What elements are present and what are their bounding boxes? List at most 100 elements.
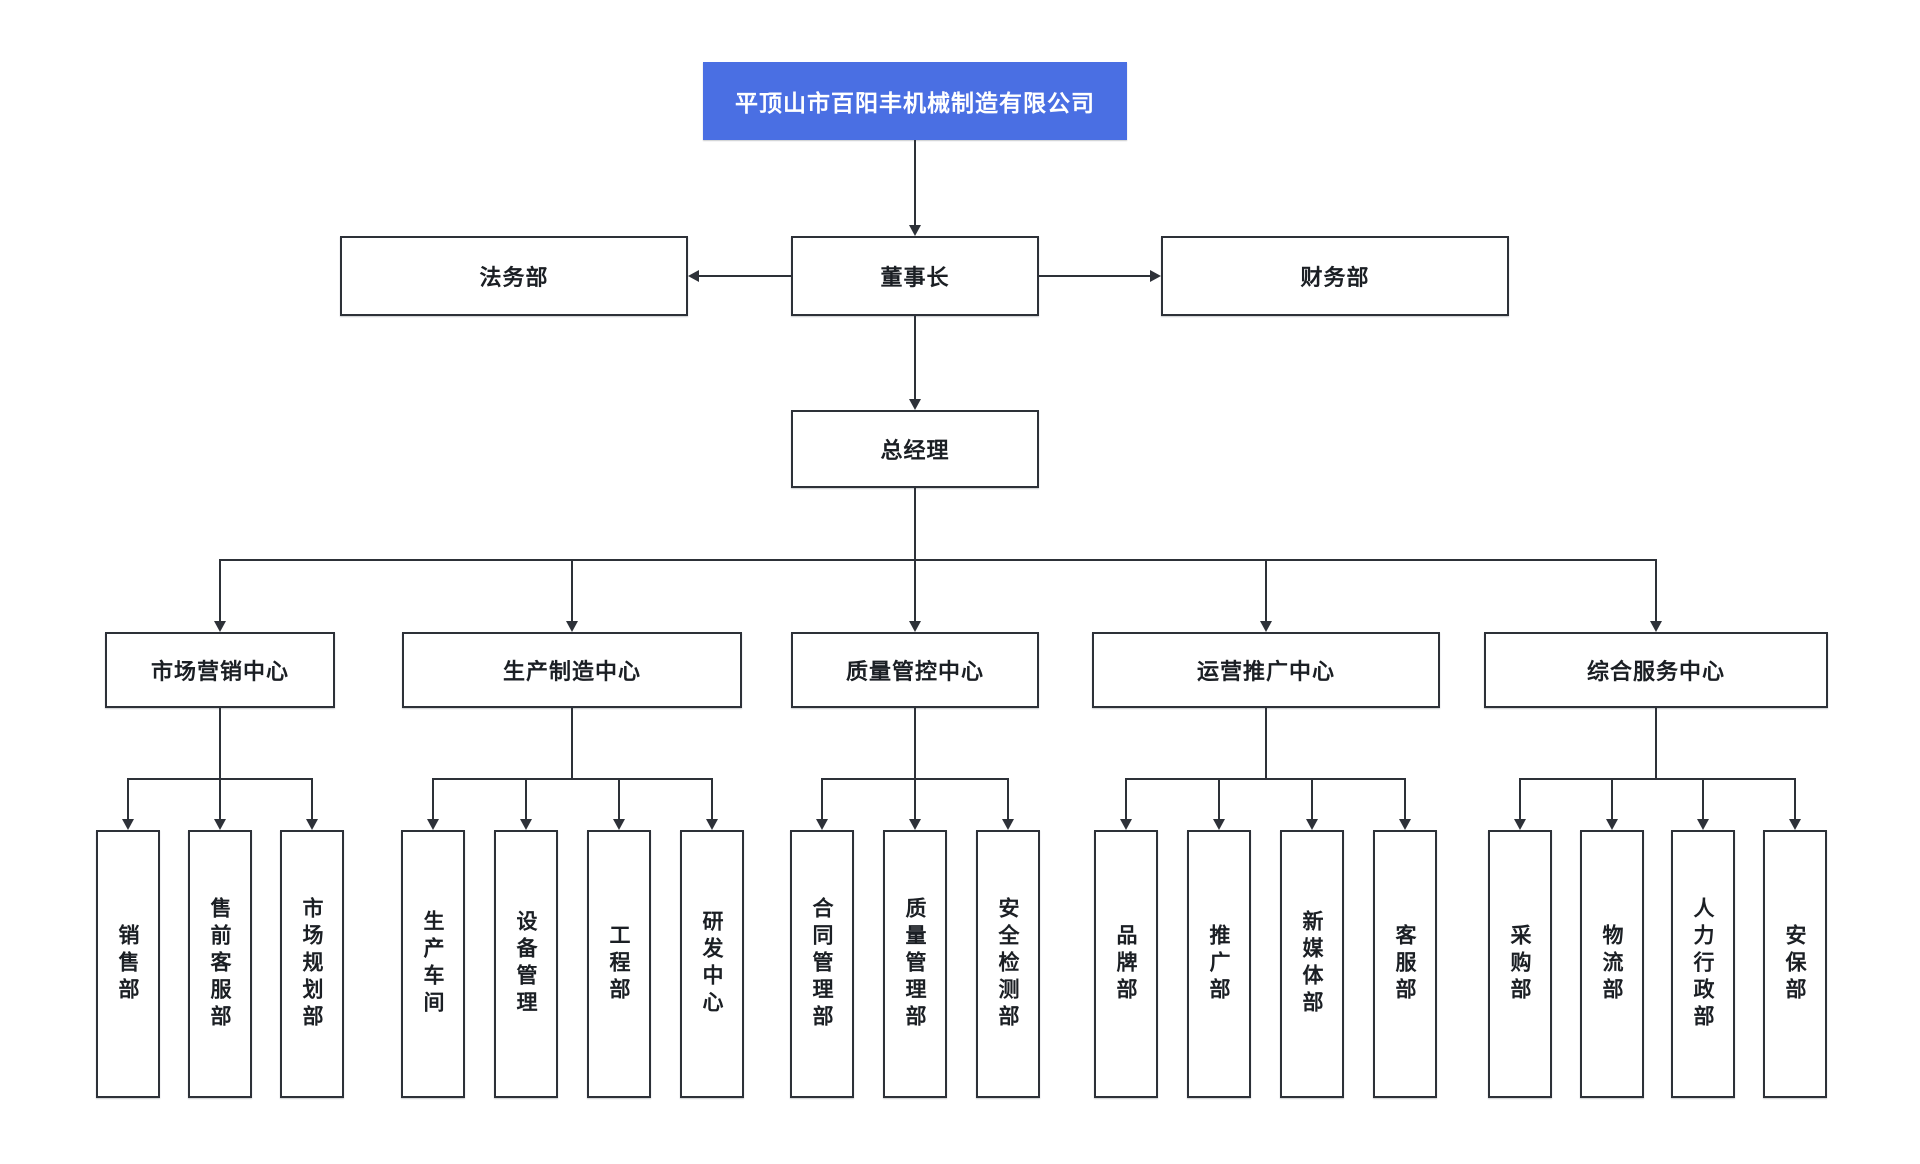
connector-main-bus	[219, 559, 1657, 561]
connector-subbus-services	[1519, 778, 1796, 780]
node-dept-workshop[interactable]: 生产车间	[401, 830, 465, 1098]
connector-drop-leaf	[311, 778, 313, 823]
node-finance-dept[interactable]: 财务部	[1161, 236, 1509, 316]
node-general-manager[interactable]: 总经理	[791, 410, 1039, 488]
node-dept-engineering[interactable]: 工程部	[587, 830, 651, 1098]
dept-contract-mgmt-label: 合同管理部	[810, 896, 834, 1032]
connector-drop-leaf	[127, 778, 129, 823]
connector-drop-leaf	[1611, 778, 1613, 823]
connector-drop-leaf	[821, 778, 823, 823]
node-dept-contract-mgmt[interactable]: 合同管理部	[790, 830, 854, 1098]
node-dept-customer-service[interactable]: 客服部	[1373, 830, 1437, 1098]
dept-rnd-label: 研发中心	[700, 910, 724, 1018]
connector-drop-leaf	[219, 778, 221, 823]
node-center-marketing[interactable]: 市场营销中心	[105, 632, 335, 708]
arrowhead-right-finance-icon	[1150, 270, 1161, 282]
connector-drop-leaf	[1007, 778, 1009, 823]
legal-dept-label: 法务部	[479, 266, 549, 291]
arrowhead-left-legal-icon	[688, 270, 699, 282]
arrowhead-down-leaf-icon	[1306, 819, 1318, 830]
dept-brand-label: 品牌部	[1114, 923, 1138, 1005]
node-dept-quality-mgmt[interactable]: 质量管理部	[883, 830, 947, 1098]
node-dept-equipment[interactable]: 设备管理	[494, 830, 558, 1098]
center-production-label: 生产制造中心	[502, 660, 641, 685]
node-dept-safety-testing[interactable]: 安全检测部	[976, 830, 1040, 1098]
connector-drop-leaf	[618, 778, 620, 823]
finance-dept-label: 财务部	[1300, 266, 1370, 291]
arrowhead-down-leaf-icon	[816, 819, 828, 830]
node-dept-new-media[interactable]: 新媒体部	[1280, 830, 1344, 1098]
node-dept-market-planning[interactable]: 市场规划部	[280, 830, 344, 1098]
node-dept-security[interactable]: 安保部	[1763, 830, 1827, 1098]
company-root-label: 平顶山市百阳丰机械制造有限公司	[735, 91, 1095, 117]
connector-subbus-production	[432, 778, 713, 780]
dept-customer-service-label: 客服部	[1393, 923, 1417, 1005]
node-legal-dept[interactable]: 法务部	[340, 236, 688, 316]
arrowhead-down-marketing-icon	[214, 621, 226, 632]
center-services-label: 综合服务中心	[1586, 660, 1725, 685]
connector-drop-production	[571, 560, 573, 624]
node-center-quality[interactable]: 质量管控中心	[791, 632, 1039, 708]
arrowhead-down-leaf-icon	[909, 819, 921, 830]
general-manager-label: 总经理	[880, 439, 950, 464]
arrowhead-down-services-icon	[1650, 621, 1662, 632]
connector-drop-leaf	[1404, 778, 1406, 823]
connector-drop-quality	[914, 560, 916, 624]
connector-gm-bus	[914, 488, 916, 561]
connector-drop-marketing	[219, 560, 221, 624]
center-operations-label: 运营推广中心	[1196, 660, 1335, 685]
node-center-services[interactable]: 综合服务中心	[1484, 632, 1828, 708]
node-company-root[interactable]: 平顶山市百阳丰机械制造有限公司	[703, 62, 1127, 140]
node-dept-sales[interactable]: 销售部	[96, 830, 160, 1098]
connector-subbus-operations	[1125, 778, 1406, 780]
dept-presales-service-label: 售前客服部	[208, 896, 232, 1032]
arrowhead-down-leaf-icon	[1789, 819, 1801, 830]
dept-logistics-label: 物流部	[1600, 923, 1624, 1005]
dept-equipment-label: 设备管理	[514, 910, 538, 1018]
node-dept-rnd[interactable]: 研发中心	[680, 830, 744, 1098]
node-dept-presales-service[interactable]: 售前客服部	[188, 830, 252, 1098]
connector-drop-services	[1655, 560, 1657, 624]
arrowhead-down-chairman-icon	[909, 225, 921, 236]
arrowhead-down-leaf-icon	[214, 819, 226, 830]
arrowhead-down-leaf-icon	[306, 819, 318, 830]
dept-workshop-label: 生产车间	[421, 910, 445, 1018]
arrowhead-down-leaf-icon	[1213, 819, 1225, 830]
node-dept-promotion[interactable]: 推广部	[1187, 830, 1251, 1098]
connector-drop-operations	[1265, 560, 1267, 624]
connector-stem-operations	[1265, 708, 1267, 779]
connector-stem-marketing	[219, 708, 221, 779]
node-chairman[interactable]: 董事长	[791, 236, 1039, 316]
dept-engineering-label: 工程部	[607, 923, 631, 1005]
node-dept-brand[interactable]: 品牌部	[1094, 830, 1158, 1098]
node-center-production[interactable]: 生产制造中心	[402, 632, 742, 708]
dept-hr-admin-label: 人力行政部	[1691, 896, 1715, 1032]
arrowhead-down-leaf-icon	[1606, 819, 1618, 830]
node-dept-procurement[interactable]: 采购部	[1488, 830, 1552, 1098]
arrowhead-down-production-icon	[566, 621, 578, 632]
arrowhead-down-operations-icon	[1260, 621, 1272, 632]
node-dept-hr-admin[interactable]: 人力行政部	[1671, 830, 1735, 1098]
connector-drop-leaf	[711, 778, 713, 823]
connector-drop-leaf	[1125, 778, 1127, 823]
arrowhead-down-leaf-icon	[1514, 819, 1526, 830]
arrowhead-down-leaf-icon	[1399, 819, 1411, 830]
arrowhead-down-gm-icon	[909, 399, 921, 410]
connector-root-chairman	[914, 140, 916, 228]
arrowhead-down-leaf-icon	[520, 819, 532, 830]
connector-chairman-gm	[914, 316, 916, 402]
connector-stem-services	[1655, 708, 1657, 779]
arrowhead-down-leaf-icon	[1002, 819, 1014, 830]
connector-chairman-legal	[699, 275, 791, 277]
connector-chairman-finance	[1039, 275, 1150, 277]
arrowhead-down-quality-icon	[909, 621, 921, 632]
node-dept-logistics[interactable]: 物流部	[1580, 830, 1644, 1098]
dept-procurement-label: 采购部	[1508, 923, 1532, 1005]
arrowhead-down-leaf-icon	[706, 819, 718, 830]
center-marketing-label: 市场营销中心	[150, 660, 289, 685]
dept-security-label: 安保部	[1783, 923, 1807, 1005]
connector-drop-leaf	[914, 778, 916, 823]
arrowhead-down-leaf-icon	[613, 819, 625, 830]
node-center-operations[interactable]: 运营推广中心	[1092, 632, 1440, 708]
